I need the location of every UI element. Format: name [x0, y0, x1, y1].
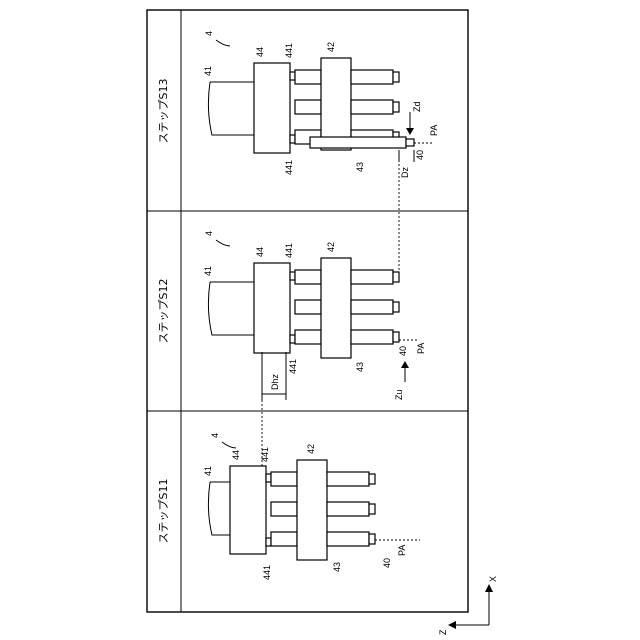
pad-441-top: [290, 272, 295, 280]
nozzle-2: [351, 300, 393, 314]
label-40: 40: [382, 558, 392, 568]
nozzle-tip-2: [369, 504, 375, 514]
title-step-s13: ステップS13: [157, 79, 170, 144]
nozzle-2: [327, 502, 369, 516]
rod-2: [295, 300, 321, 314]
label-40: 40: [398, 346, 408, 356]
label-pa: PA: [397, 545, 407, 556]
nozzle-3: [327, 532, 369, 546]
label-zd: Zd: [412, 101, 422, 112]
z-axis-arrowhead: [448, 621, 456, 629]
label-pa: PA: [429, 125, 439, 136]
nozzle-1: [351, 270, 393, 284]
label-441-top: 441: [284, 43, 294, 58]
leader-4: [216, 240, 230, 246]
rod-1: [271, 472, 297, 486]
block-42: [321, 58, 351, 150]
label-44: 44: [255, 247, 265, 257]
nozzle-tip-1: [393, 72, 399, 82]
label-441-top: 441: [260, 447, 270, 462]
nozzle-lowered: [310, 137, 406, 148]
pad-441-bottom: [266, 538, 271, 546]
nozzle-tip-2: [393, 302, 399, 312]
shaft-41: [208, 82, 256, 135]
zd-arrowhead: [406, 128, 414, 135]
panel-s11: 4 41 44 441 441 42 43 40 PA: [203, 433, 420, 580]
label-41: 41: [203, 466, 213, 476]
nozzle-tip-3: [393, 332, 399, 342]
label-41: 41: [203, 66, 213, 76]
rod-3: [295, 330, 321, 344]
label-441-bottom: 441: [288, 359, 298, 374]
label-dz: Dz: [400, 167, 410, 178]
label-441-top: 441: [284, 243, 294, 258]
nozzle-tip-1: [393, 272, 399, 282]
head-44: [230, 466, 266, 554]
rod-2: [271, 502, 297, 516]
label-zu: Zu: [394, 389, 404, 400]
pad-441-bottom: [290, 135, 295, 143]
block-42: [321, 258, 351, 358]
label-4: 4: [204, 31, 214, 36]
head-44: [254, 263, 290, 353]
nozzle-40: [406, 139, 414, 146]
panel-s13: 4 41 44 441 441 42 43 Dz 40 PA Zd: [203, 31, 439, 178]
leader-4: [222, 442, 236, 448]
rod-1: [295, 270, 321, 284]
rod-2: [295, 100, 321, 114]
label-41: 41: [203, 266, 213, 276]
label-4: 4: [210, 433, 220, 438]
shaft-41: [208, 482, 232, 535]
label-44: 44: [255, 47, 265, 57]
label-44: 44: [231, 450, 241, 460]
label-4: 4: [204, 231, 214, 236]
label-z: Z: [438, 629, 448, 635]
label-dhz: Dhz: [270, 373, 280, 390]
nozzle-3: [351, 330, 393, 344]
rod-1: [295, 70, 321, 84]
nozzle-tip-1: [369, 474, 375, 484]
label-43: 43: [355, 162, 365, 172]
head-44: [254, 63, 290, 153]
panel-s12: 4 41 44 441 441 42 43 40 PA Zu Dhz: [203, 231, 426, 400]
pad-441-top: [266, 474, 271, 482]
leader-4: [216, 40, 230, 46]
pad-441-top: [290, 72, 295, 80]
label-pa: PA: [416, 343, 426, 354]
rod-3: [271, 532, 297, 546]
nozzle-1: [327, 472, 369, 486]
label-42: 42: [326, 242, 336, 252]
label-x: X: [488, 576, 498, 582]
pad-441-bottom: [290, 335, 295, 343]
x-axis-arrowhead: [485, 584, 493, 592]
nozzle-tip-2: [393, 102, 399, 112]
title-step-s12: ステップS12: [157, 279, 170, 344]
label-43: 43: [332, 562, 342, 572]
label-42: 42: [326, 42, 336, 52]
label-441-bottom: 441: [284, 160, 294, 175]
label-43: 43: [355, 362, 365, 372]
title-step-s11: ステップS11: [157, 479, 170, 544]
block-42: [297, 460, 327, 560]
label-441-bottom: 441: [262, 565, 272, 580]
zu-arrowhead: [401, 361, 409, 368]
nozzle-tip-3: [369, 534, 375, 544]
nozzle-1: [351, 70, 393, 84]
shaft-41: [208, 282, 256, 335]
label-42: 42: [306, 444, 316, 454]
nozzle-2: [351, 100, 393, 114]
label-40: 40: [415, 150, 425, 160]
